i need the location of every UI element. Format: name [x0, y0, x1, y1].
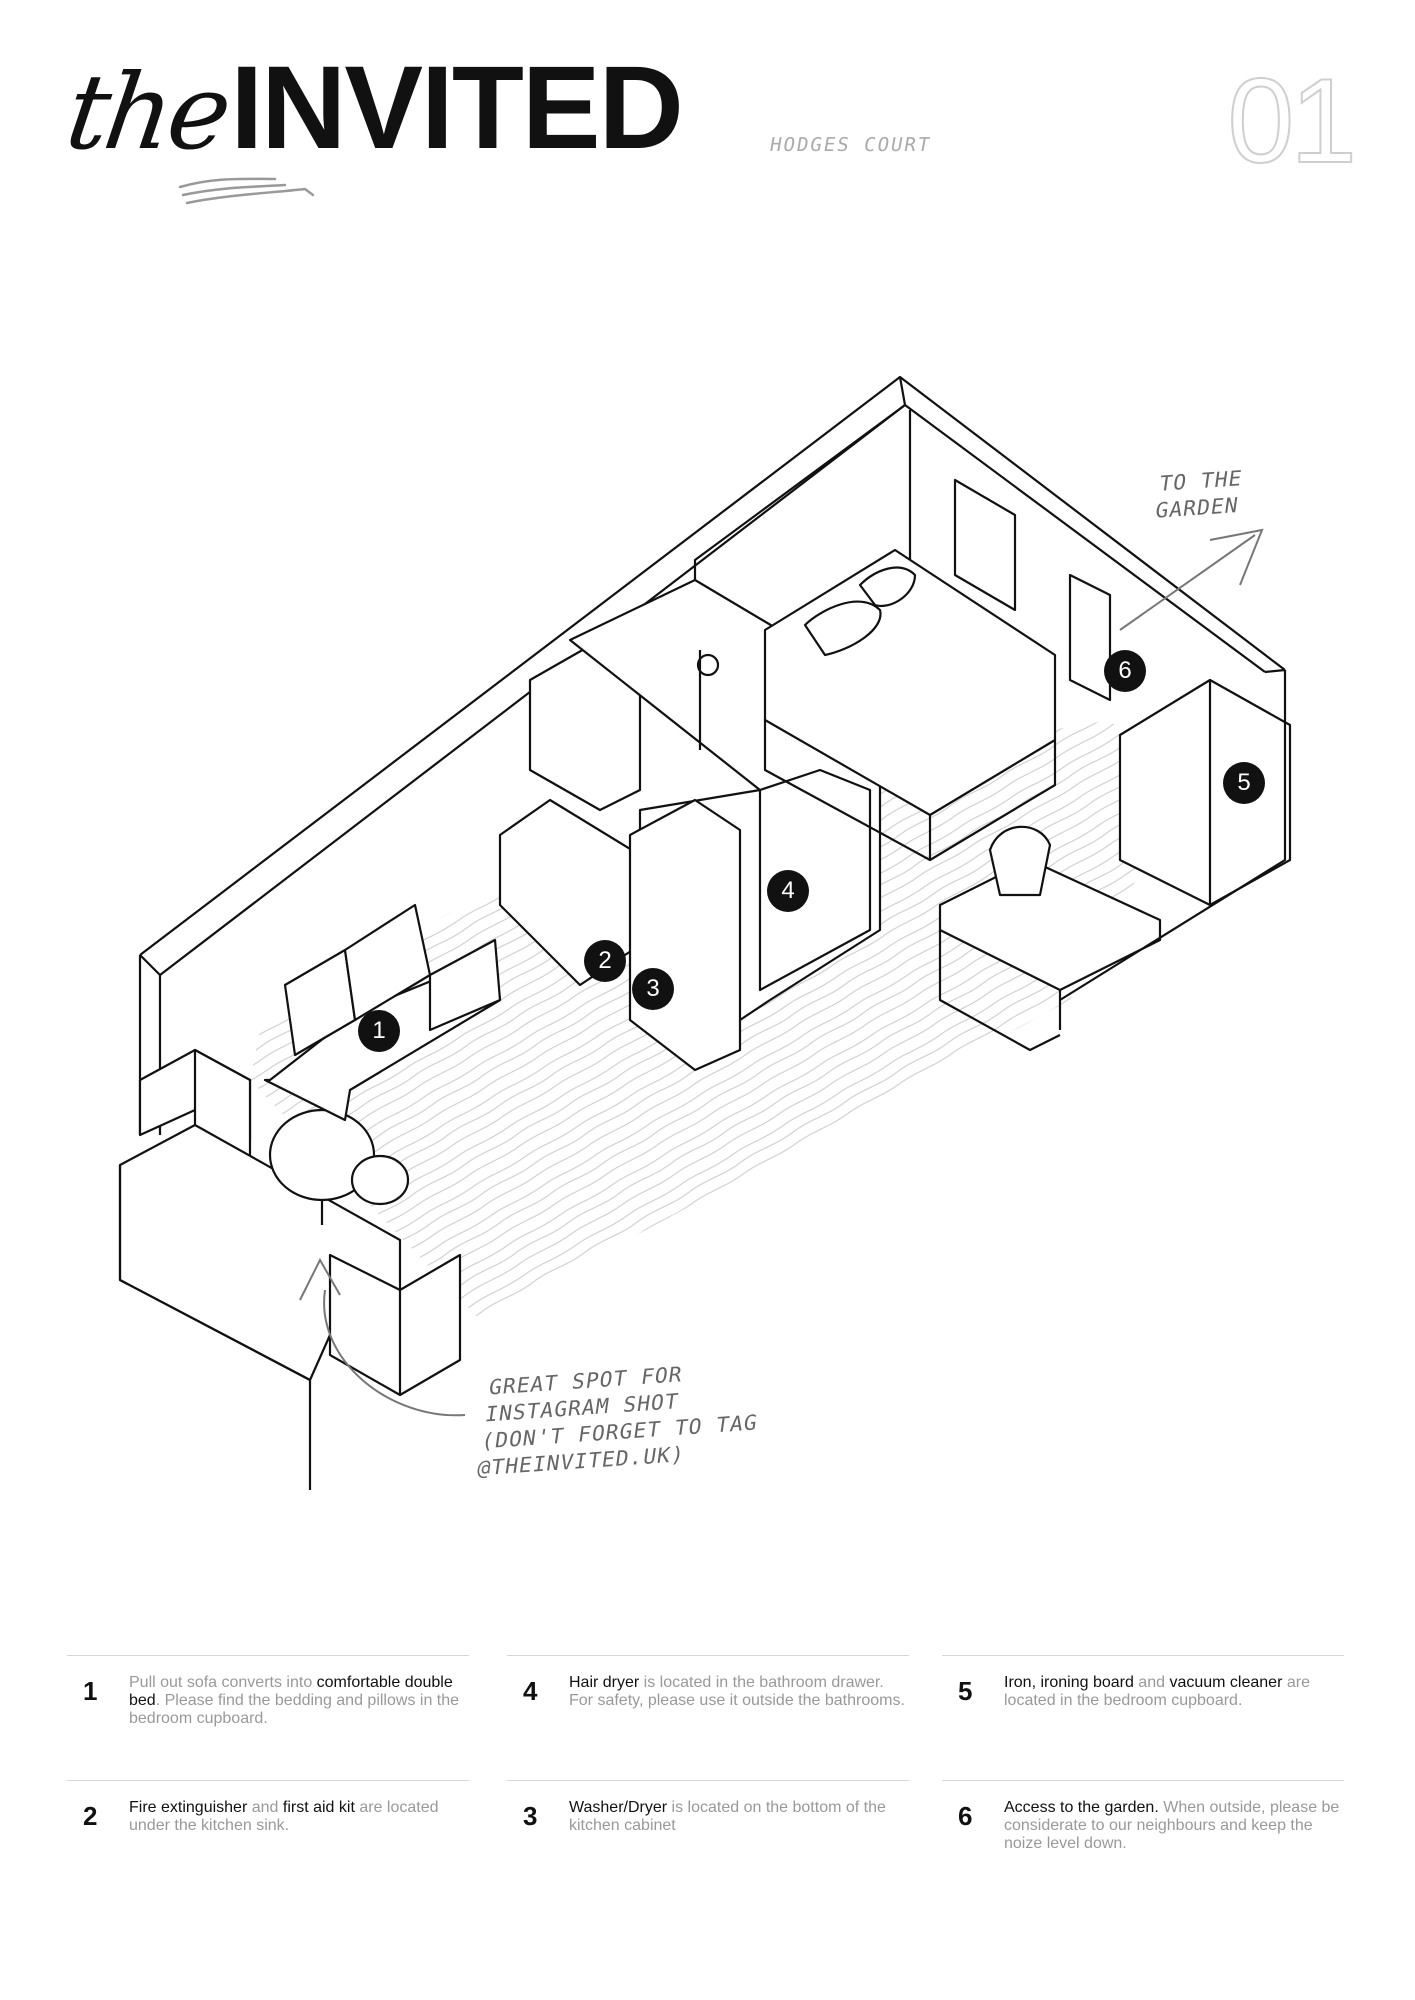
- legend-text-highlight: comfortable double bed: [129, 1674, 453, 1709]
- marker-2: 2: [584, 940, 626, 982]
- logo-wordmark: INVITED: [230, 42, 683, 174]
- legend-item-2: 2 Fire extinguisher and first aid kit ar…: [67, 1780, 469, 1835]
- location-label: HODGES COURT: [768, 134, 934, 156]
- marker-3: 3: [632, 968, 674, 1010]
- legend-text-highlight: Iron, ironing board: [1004, 1674, 1134, 1691]
- legend-text-part: . Please find the bedding and pillows in…: [129, 1692, 460, 1727]
- legend-text-highlight: Hair dryer: [569, 1674, 640, 1691]
- legend-item-6: 6 Access to the garden. When outside, pl…: [942, 1780, 1344, 1853]
- legend-item-4: 4 Hair dryer is located in the bathroom …: [507, 1655, 909, 1710]
- legend-number: 6: [958, 1801, 973, 1831]
- legend-text-highlight: Access to the garden.: [1004, 1799, 1159, 1816]
- legend-text: Iron, ironing board and vacuum cleaner a…: [1004, 1674, 1344, 1710]
- isometric-floor-plan-drawing: [118, 375, 1292, 1490]
- marker-6: 6: [1104, 650, 1146, 692]
- legend-text: Access to the garden. When outside, plea…: [1004, 1799, 1344, 1853]
- marker-1: 1: [358, 1010, 400, 1052]
- instagram-arrow: [299, 1257, 466, 1417]
- legend-text-part: and: [1133, 1674, 1170, 1691]
- legend-text-part: are located under the kitchen sink.: [129, 1799, 439, 1834]
- legend-text-highlight: Washer/Dryer: [569, 1799, 668, 1816]
- legend-number: 4: [523, 1676, 538, 1706]
- garden-arrow: [1119, 528, 1264, 631]
- legend-text: Hair dryer is located in the bathroom dr…: [569, 1674, 909, 1710]
- legend-text-part: and: [247, 1799, 283, 1816]
- garden-door: [1068, 573, 1112, 702]
- bedroom-wardrobe: [1118, 678, 1292, 907]
- legend-item-5: 5 Iron, ironing board and vacuum cleaner…: [942, 1655, 1344, 1710]
- legend-item-3: 3 Washer/Dryer is located on the bottom …: [507, 1780, 909, 1835]
- legend-number: 1: [83, 1676, 98, 1706]
- bedroom-window: [953, 478, 1017, 612]
- legend-text-part: is located in the bathroom drawer. For s…: [569, 1674, 905, 1709]
- legend-number: 3: [523, 1801, 538, 1831]
- legend-text: Washer/Dryer is located on the bottom of…: [569, 1799, 909, 1835]
- legend-number: 2: [83, 1801, 98, 1831]
- legend-text-highlight: Fire extinguisher: [129, 1799, 248, 1816]
- legend-text-highlight: vacuum cleaner: [1169, 1674, 1283, 1691]
- legend-text: Pull out sofa converts into comfortable …: [129, 1674, 469, 1728]
- stool: [350, 1154, 410, 1206]
- legend-text-part: are located in the bedroom cupboard.: [1004, 1674, 1310, 1709]
- legend-text-part: Pull out sofa converts into: [129, 1674, 317, 1691]
- legend-text-part: is located on the bottom of the kitchen …: [569, 1799, 886, 1834]
- desk-chair: [988, 825, 1052, 897]
- logo-script: the: [59, 51, 235, 173]
- logo-scribble: [178, 177, 315, 205]
- instagram-note: GREAT SPOT FOR INSTAGRAM SHOT (DON'T FOR…: [476, 1356, 768, 1483]
- page-header: theINVITED HODGES COURT 01: [0, 0, 1415, 230]
- garden-note: TO THE GARDEN: [1154, 465, 1245, 525]
- legend-number: 5: [958, 1676, 973, 1706]
- brand-logo: theINVITED: [59, 40, 683, 176]
- legend-text-part: When outside, please be considerate to o…: [1004, 1799, 1340, 1852]
- legend-text-highlight: first aid kit: [282, 1799, 355, 1816]
- marker-5: 5: [1223, 762, 1265, 804]
- floor-plan: 1 2 3 4 5 6 TO THE GARDEN GREAT SPOT FOR…: [0, 330, 1415, 1500]
- marker-4: 4: [767, 870, 809, 912]
- legend-item-1: 1 Pull out sofa converts into comfortabl…: [67, 1655, 469, 1728]
- legend-text: Fire extinguisher and first aid kit are …: [129, 1799, 469, 1835]
- page-number: 01: [1227, 53, 1359, 189]
